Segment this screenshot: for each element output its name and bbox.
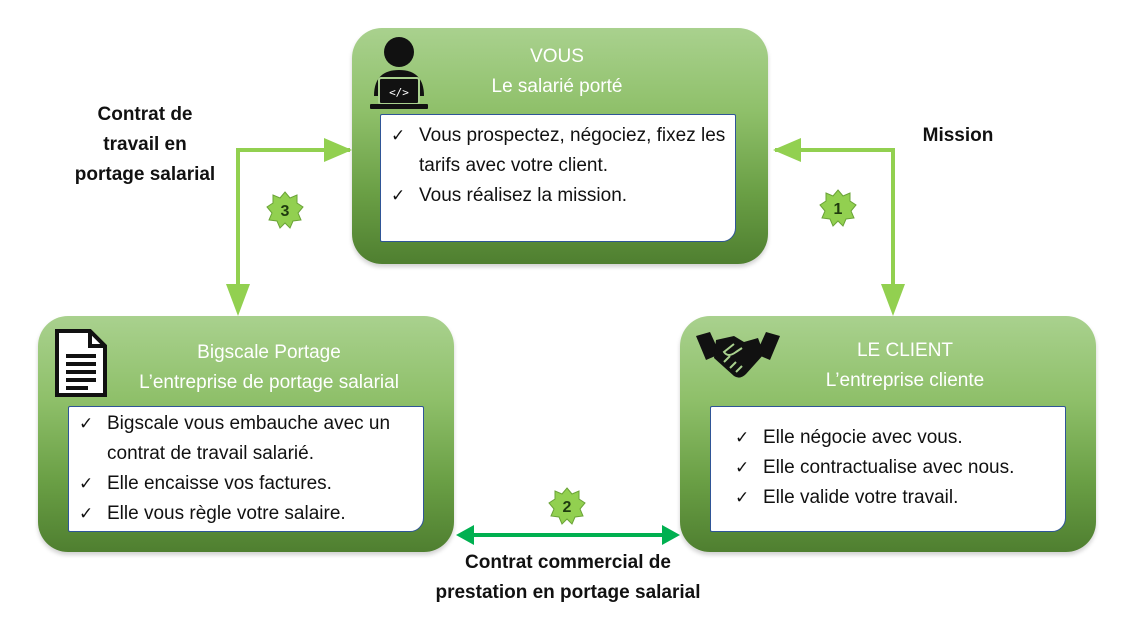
svg-text:</>: </> [389, 86, 409, 99]
list-item-text: Elle contractualise avec nous. [763, 457, 1015, 478]
bigscale-title: Bigscale Portage L’entreprise de portage… [108, 338, 430, 398]
label-line: prestation en portage salarial [435, 582, 701, 603]
client-title-line2: L’entreprise cliente [825, 370, 985, 391]
client-title: LE CLIENT L’entreprise cliente [780, 336, 1030, 396]
label-contrat-travail: Contrat de travail en portage salarial [40, 100, 250, 190]
bigscale-box: Bigscale Portage L’entreprise de portage… [38, 316, 454, 552]
list-item: ✓ Vous prospectez, négociez, fixez les ta… [391, 121, 727, 181]
check-icon: ✓ [735, 458, 750, 478]
list-item-text: Elle encaisse vos factures. [107, 473, 332, 494]
arrow-contrat-commercial [456, 525, 680, 545]
list-item-text: Vous réalisez la mission. [419, 185, 628, 206]
list-item: ✓ Elle encaisse vos factures. [79, 469, 415, 499]
document-icon [54, 328, 108, 398]
list-item: ✓ Elle vous règle votre salaire. [79, 499, 415, 529]
list-item: ✓ Elle négocie avec vous. [735, 423, 1057, 453]
check-icon: ✓ [735, 428, 750, 448]
list-item-text: Vous prospectez, négociez, fixez les tar… [419, 125, 726, 176]
badge-two-label: 2 [563, 499, 572, 516]
label-line: travail en [103, 134, 187, 155]
list-item-text: Elle négocie avec vous. [763, 427, 963, 448]
list-item: ✓ Vous réalisez la mission. [391, 181, 727, 211]
check-icon: ✓ [79, 504, 94, 524]
bigscale-title-line1: Bigscale Portage [197, 342, 341, 363]
check-icon: ✓ [79, 414, 94, 434]
client-box: LE CLIENT L’entreprise cliente ✓ Elle nég… [680, 316, 1096, 552]
list-item-text: Bigscale vous embauche avec un contrat d… [107, 413, 391, 464]
check-icon: ✓ [79, 474, 94, 494]
vous-title: VOUS Le salarié porté [432, 42, 682, 102]
arrow-mission [773, 138, 905, 316]
badge-three: 3 [266, 191, 304, 229]
vous-title-line1: VOUS [530, 46, 584, 67]
label-contrat-commercial: Contrat commercial de prestation en port… [400, 548, 736, 608]
bigscale-list: ✓ Bigscale vous embauche avec un contrat … [68, 406, 424, 532]
label-line: Contrat commercial de [465, 552, 671, 573]
label-mission: Mission [922, 125, 994, 146]
list-item: ✓ Bigscale vous embauche avec un contrat … [79, 409, 415, 469]
check-icon: ✓ [391, 186, 406, 206]
list-item-text: Elle vous règle votre salaire. [107, 503, 346, 524]
label-line: Contrat de [97, 104, 193, 125]
badge-three-label: 3 [281, 203, 290, 220]
label-line: portage salarial [74, 164, 216, 185]
vous-list: ✓ Vous prospectez, négociez, fixez les ta… [380, 114, 736, 242]
list-item: ✓ Elle valide votre travail. [735, 483, 1057, 513]
bigscale-title-line2: L’entreprise de portage salarial [139, 372, 399, 393]
badge-one: 1 [819, 189, 857, 227]
list-item-text: Elle valide votre travail. [763, 487, 959, 508]
badge-one-label: 1 [834, 201, 843, 218]
check-icon: ✓ [391, 126, 406, 146]
handshake-icon [694, 330, 782, 384]
list-item: ✓ Elle contractualise avec nous. [735, 453, 1057, 483]
vous-box: </> VOUS Le salarié porté ✓ Vous prospect… [352, 28, 768, 264]
client-title-line1: LE CLIENT [856, 340, 954, 361]
check-icon: ✓ [735, 488, 750, 508]
developer-icon: </> [366, 34, 432, 112]
arrow-contrat-travail [226, 138, 352, 316]
client-list: ✓ Elle négocie avec vous. ✓ Elle contractu… [710, 406, 1066, 532]
vous-title-line2: Le salarié porté [491, 76, 623, 97]
badge-two: 2 [548, 487, 586, 525]
